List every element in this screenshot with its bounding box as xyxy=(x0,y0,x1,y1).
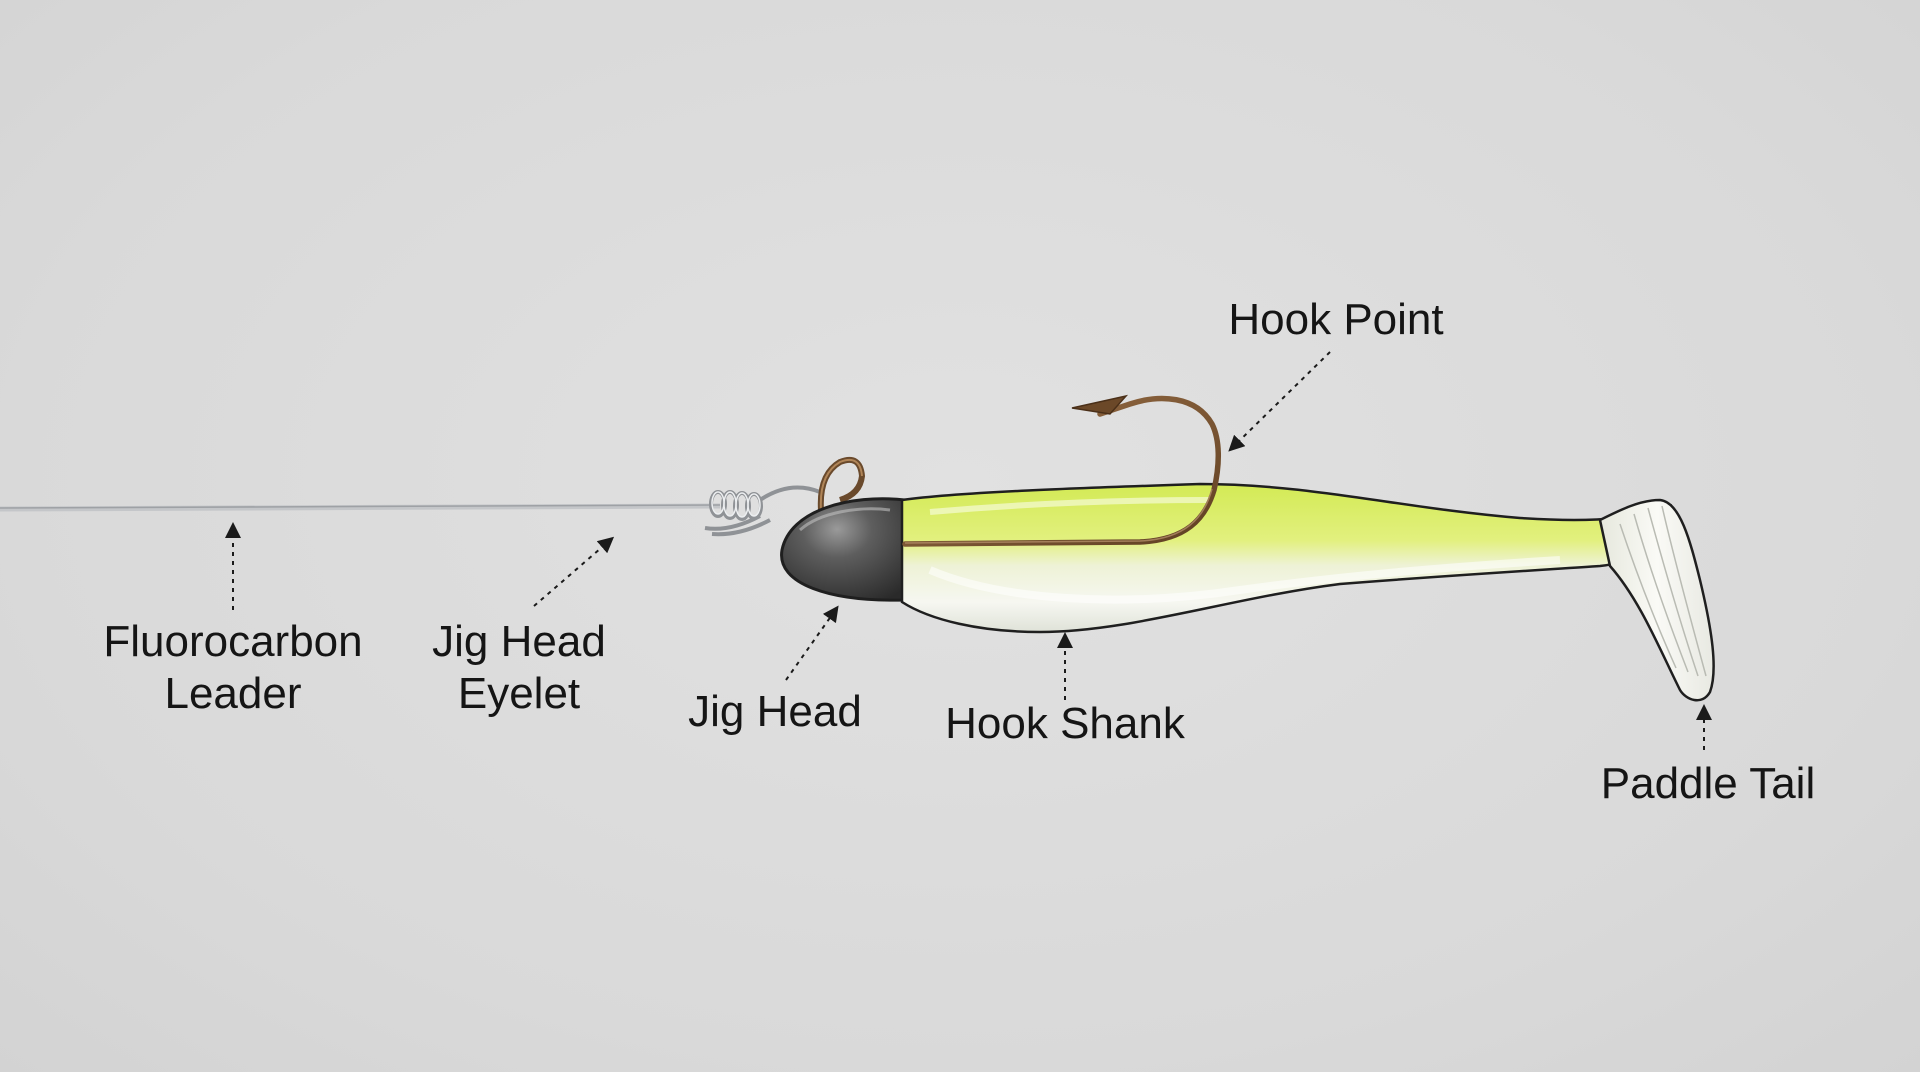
label-hook-point: Hook Point xyxy=(1228,295,1444,344)
callout-jig-head xyxy=(785,605,839,681)
swimbait-belly-sheen xyxy=(928,556,1561,604)
fluorocarbon-leader-line xyxy=(0,503,721,512)
paddle-tail-ribs xyxy=(1619,505,1707,677)
hook xyxy=(902,394,1222,547)
hook-point-barb xyxy=(1071,394,1129,415)
label-jig-head: Jig Head xyxy=(688,687,862,736)
callout-jig-head-eyelet xyxy=(533,536,615,607)
label-paddle-tail: Paddle Tail xyxy=(1600,759,1816,808)
swimbait-top-sheen xyxy=(929,497,1211,515)
hook-shank-wire-inner xyxy=(904,488,1213,544)
jig-head-shape xyxy=(780,497,907,602)
callout-hook-point xyxy=(1228,351,1331,452)
label-hook-shank: Hook Shank xyxy=(945,699,1185,748)
jig-head-highlight xyxy=(798,507,891,532)
label-jig-head-eyelet: Jig Head Eyelet xyxy=(432,617,606,718)
hook-shank-wire xyxy=(902,395,1222,547)
label-fluorocarbon-leader: Fluorocarbon Leader xyxy=(103,617,363,718)
line-knot-highlight xyxy=(711,491,761,518)
jig-head-eyelet xyxy=(817,456,866,521)
callout-lines xyxy=(225,351,1712,750)
